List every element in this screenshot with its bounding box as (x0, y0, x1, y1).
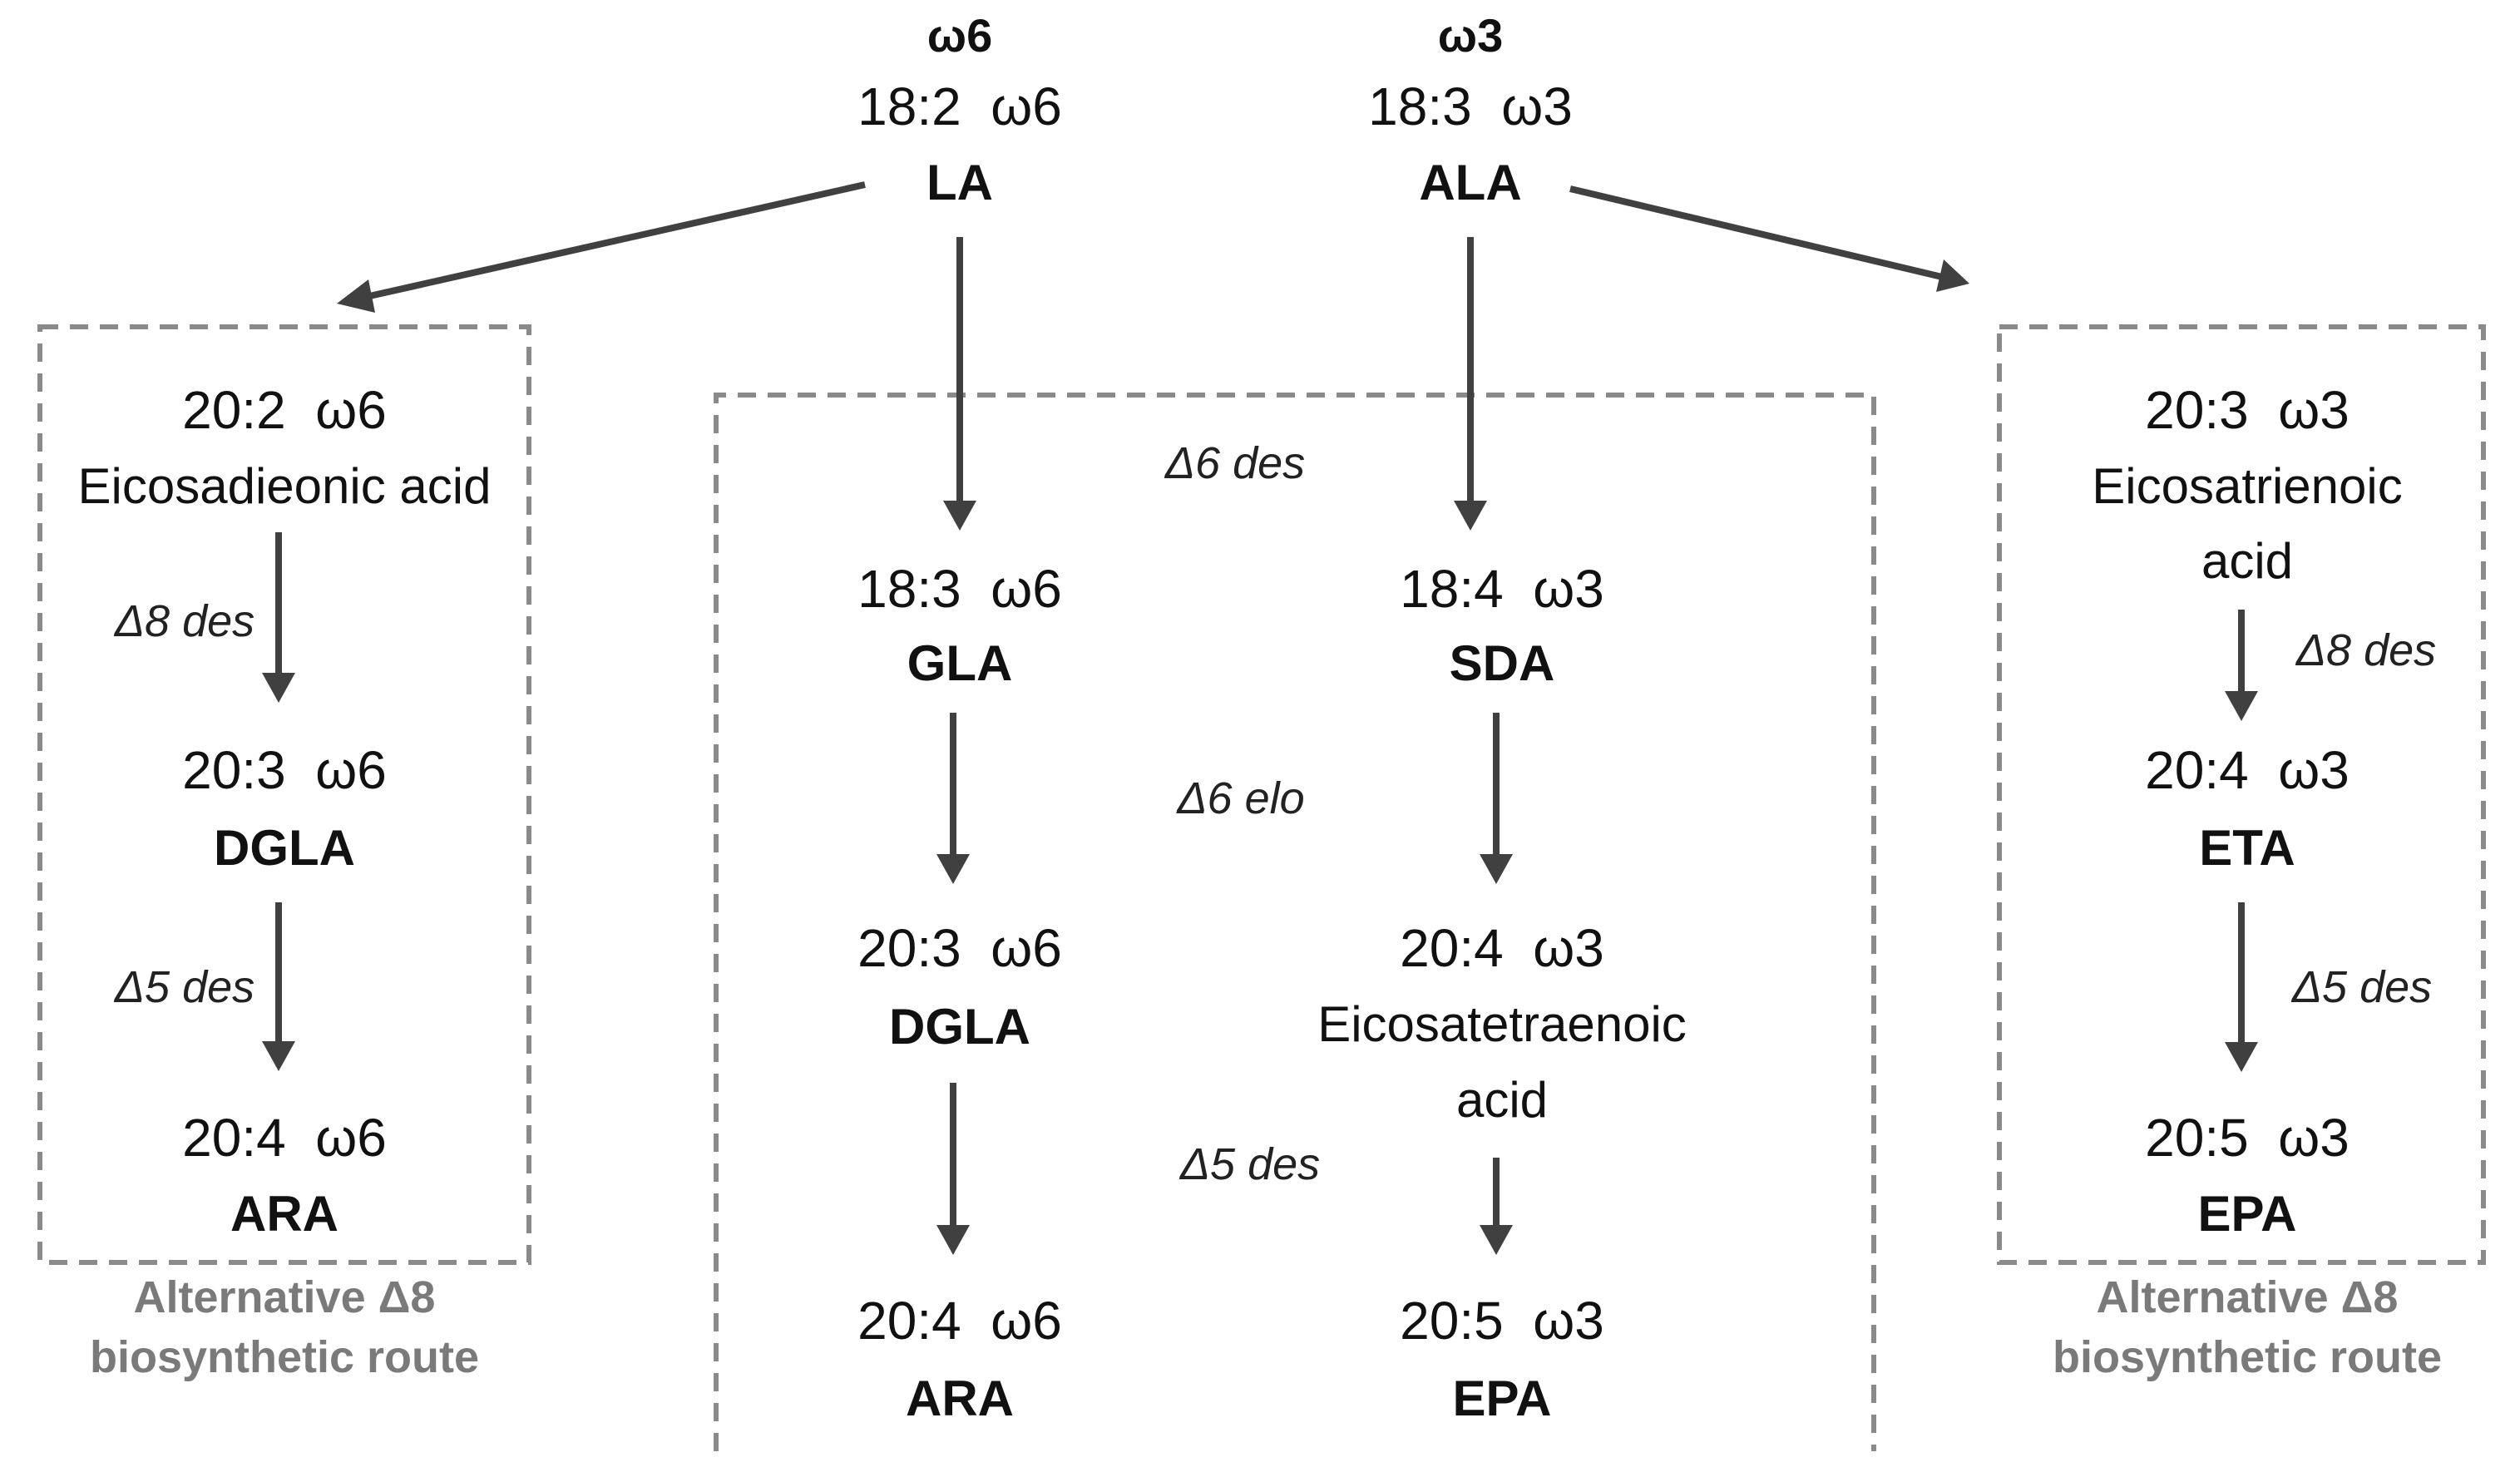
right-route-caption-line2: biosynthetic route (2053, 1332, 2442, 1382)
left-route-box (37, 324, 531, 1265)
arrowhead-right-node1-to-node2 (2225, 691, 2258, 721)
left-route-caption-line1: Alternative Δ8 (134, 1272, 436, 1322)
right-node1-name-line2: acid (2201, 533, 2293, 589)
sda-formula: 18:4 ω3 (1400, 559, 1604, 619)
gla-formula: 18:3 ω6 (857, 559, 1062, 619)
left-node2-formula: 20:3 ω6 (182, 740, 387, 800)
arrows (262, 181, 2258, 1255)
right-route-caption-line1: Alternative Δ8 (2097, 1272, 2399, 1322)
dgla-abbr: DGLA (889, 999, 1030, 1055)
center-route-box (714, 393, 1876, 1451)
arrowhead-gla-to-dgla (936, 854, 970, 884)
left-enzyme-d8des: Δ8 des (113, 596, 254, 646)
center-enzyme-d5des: Δ5 des (1178, 1139, 1320, 1189)
center-enzyme-d6des: Δ6 des (1164, 438, 1305, 488)
arrowhead-dgla-to-ara (936, 1225, 970, 1255)
right-enzyme-d8des: Δ8 des (2295, 625, 2436, 675)
right-node1-formula: 20:3 ω3 (2145, 380, 2350, 440)
right-enzyme-d5des: Δ5 des (2290, 962, 2432, 1012)
eicosatetraenoic-formula: 20:4 ω3 (1400, 918, 1604, 978)
left-route-caption-line2: biosynthetic route (90, 1332, 479, 1382)
arrowhead-la-to-left-route (337, 279, 375, 313)
ala-abbr: ALA (1419, 155, 1521, 210)
right-node2-abbr: ETA (2199, 820, 2295, 876)
arrowhead-left-node1-to-node2 (262, 673, 295, 703)
la-formula: 18:2 ω6 (857, 77, 1062, 136)
right-node2-formula: 20:4 ω3 (2145, 740, 2350, 800)
arrowhead-ala-to-right-route (1936, 259, 1969, 292)
left-node2-abbr: DGLA (214, 820, 355, 876)
eicosatetraenoic-name-line2: acid (1456, 1072, 1548, 1128)
left-node3-formula: 20:4 ω6 (182, 1108, 387, 1168)
arrowhead-left-node2-to-node3 (262, 1041, 295, 1071)
left-enzyme-d5des: Δ5 des (113, 962, 254, 1012)
arrowhead-right-node2-to-node3 (2225, 1042, 2258, 1072)
eicosatetraenoic-name-line1: Eicosatetraenoic (1317, 996, 1687, 1052)
omega6-family-label: ω6 (927, 9, 992, 62)
arrowhead-la-to-gla (943, 501, 976, 531)
right-node3-formula: 20:5 ω3 (2145, 1108, 2350, 1168)
right-node3-abbr: EPA (2198, 1186, 2297, 1242)
left-node1-name: Eicosadieonic acid (78, 458, 492, 514)
arrow-la-to-left-route (365, 181, 866, 300)
arrowhead-sda-to-eicosatetraenoic (1480, 854, 1513, 884)
arrowhead-ala-to-sda (1454, 501, 1487, 531)
left-node3-abbr: ARA (230, 1186, 338, 1242)
center-enzyme-d6elo: Δ6 elo (1175, 773, 1304, 823)
epa-formula: 20:5 ω3 (1400, 1291, 1604, 1351)
sda-abbr: SDA (1450, 635, 1555, 691)
right-route-box (1997, 324, 2486, 1265)
ala-formula: 18:3 ω3 (1368, 77, 1573, 136)
arrowhead-eicosatetraenoic-to-epa (1480, 1225, 1513, 1255)
arrow-ala-to-right-route (1569, 185, 1943, 280)
gla-abbr: GLA (907, 635, 1013, 691)
dgla-formula: 20:3 ω6 (857, 918, 1062, 978)
right-node1-name-line1: Eicosatrienoic (2092, 458, 2403, 514)
la-abbr: LA (926, 155, 993, 210)
left-node1-formula: 20:2 ω6 (182, 380, 387, 440)
omega3-family-label: ω3 (1438, 9, 1503, 62)
ara-formula: 20:4 ω6 (857, 1291, 1062, 1351)
ara-abbr: ARA (906, 1371, 1014, 1426)
epa-abbr: EPA (1453, 1371, 1552, 1426)
